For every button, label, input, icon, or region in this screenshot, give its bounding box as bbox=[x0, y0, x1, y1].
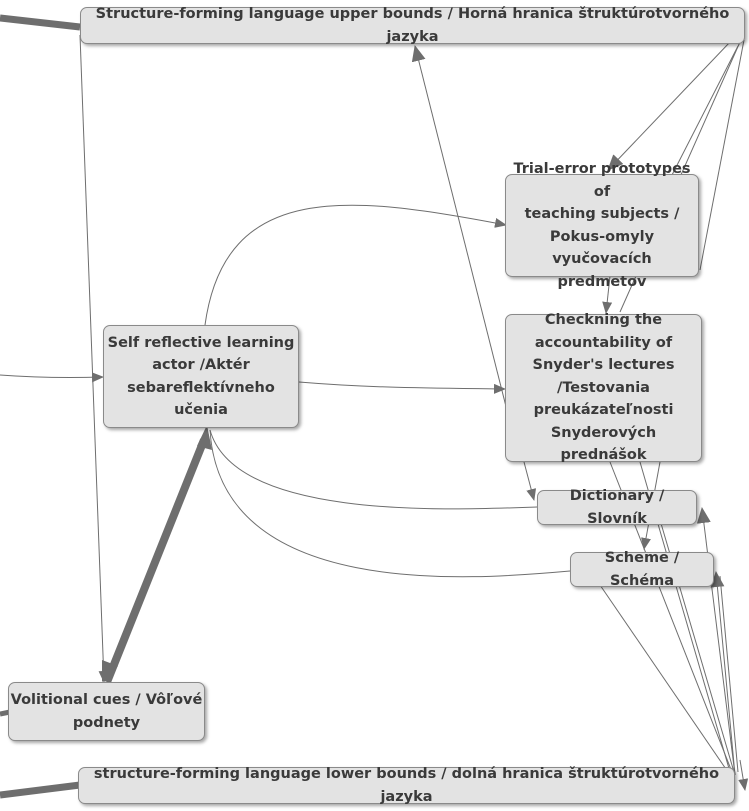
edge-self-reflective-to-dictionary bbox=[209, 429, 538, 510]
edge-checking-to-upper bbox=[411, 45, 521, 463]
node-lower-bounds[interactable]: structure-forming language lower bounds … bbox=[78, 766, 735, 805]
edge-lower-to-scheme-b bbox=[719, 575, 739, 773]
edge-lower-right-arrow bbox=[738, 759, 749, 791]
node-self-reflective-actor[interactable]: Self reflective learning actor /Aktér se… bbox=[103, 325, 299, 428]
edge-checking-to-dictionary bbox=[523, 461, 537, 501]
edge-lower-to-scheme-a bbox=[710, 571, 736, 776]
node-checking-accountability[interactable]: Checkning the accountability of Snyder's… bbox=[505, 312, 702, 463]
node-scheme[interactable]: Scheme / Schéma bbox=[570, 550, 714, 589]
node-trial-error-prototypes[interactable]: Trial-error prototypes of teaching subje… bbox=[505, 161, 699, 290]
node-volitional-cues[interactable]: Volitional cues / Vôľové podnety bbox=[8, 682, 205, 741]
edge-upper-to-trial bbox=[607, 41, 731, 171]
edge-self-reflective-to-trial bbox=[204, 204, 507, 326]
edge-scheme-to-upper bbox=[699, 39, 745, 271]
edge-scheme-to-lower bbox=[599, 584, 731, 776]
edge-self-reflective-to-checking bbox=[298, 381, 506, 394]
edge-upper-to-volitional bbox=[79, 34, 109, 683]
edge-offscreen-to-self-reflective bbox=[0, 372, 104, 383]
node-upper-bounds[interactable]: Structure-forming language upper bounds … bbox=[80, 6, 745, 45]
arrowhead-self-reflective bbox=[197, 425, 212, 450]
edge-offscreen-to-upper-bounds bbox=[0, 14, 81, 31]
edge-volitional-self-reflective bbox=[103, 438, 208, 684]
edge-trial-to-checking bbox=[602, 275, 613, 314]
node-dictionary[interactable]: Dictionary / Slovník bbox=[537, 488, 697, 527]
edge-offscreen-to-lower-bounds bbox=[0, 781, 81, 799]
edge-checking-to-upper-a bbox=[671, 45, 739, 176]
edge-self-reflective-to-scheme bbox=[209, 429, 571, 578]
